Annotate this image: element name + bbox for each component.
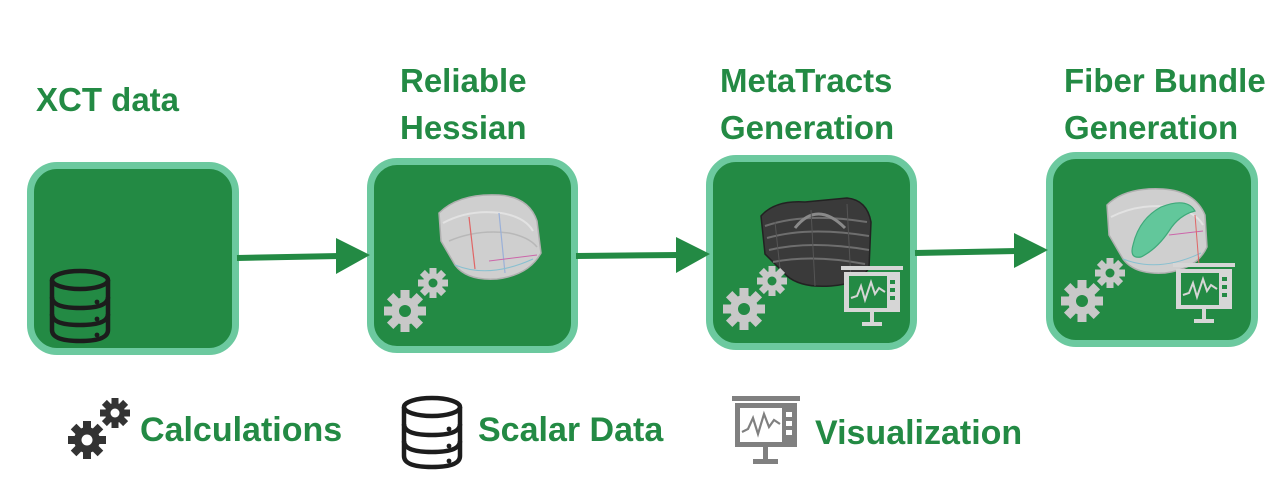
- visualization-icon: [1173, 263, 1235, 323]
- step-title-line: MetaTracts: [720, 62, 893, 99]
- step-title-fiber-bundle-generation: Fiber Bundle Generation: [1064, 57, 1266, 151]
- step-box-fiber-bundle-generation: [1046, 152, 1258, 347]
- step-title-line: Generation: [1064, 109, 1239, 146]
- step-title-line: XCT data: [36, 81, 180, 118]
- gears-icon: [68, 398, 130, 459]
- visualization-icon: [732, 396, 800, 464]
- step-title-line: Fiber Bundle: [1064, 62, 1266, 99]
- hessian-volume-render: [438, 194, 542, 280]
- step-title-line: Hessian: [400, 109, 527, 146]
- step-title-reliable-hessian: Reliable Hessian: [400, 57, 527, 151]
- fiber-bundle-volume-render: [1106, 188, 1208, 274]
- legend-label-scalar-data: Scalar Data: [478, 411, 664, 449]
- metatracts-volume-render: [760, 197, 872, 288]
- legend-label-visualization: Visualization: [815, 414, 1023, 452]
- step-title-line: Reliable: [400, 62, 527, 99]
- step-title-line: Generation: [720, 109, 895, 146]
- step-box-reliable-hessian: [367, 158, 578, 353]
- database-icon: [401, 395, 463, 470]
- step-box-metatracts-generation: [706, 155, 917, 350]
- legend-label-calculations: Calculations: [140, 411, 343, 449]
- visualization-icon: [841, 266, 903, 326]
- step-title-xct-data: XCT data: [36, 76, 179, 123]
- database-icon: [49, 268, 111, 344]
- step-title-metatracts-generation: MetaTracts Generation: [720, 57, 894, 151]
- step-box-xct-data: [27, 162, 239, 355]
